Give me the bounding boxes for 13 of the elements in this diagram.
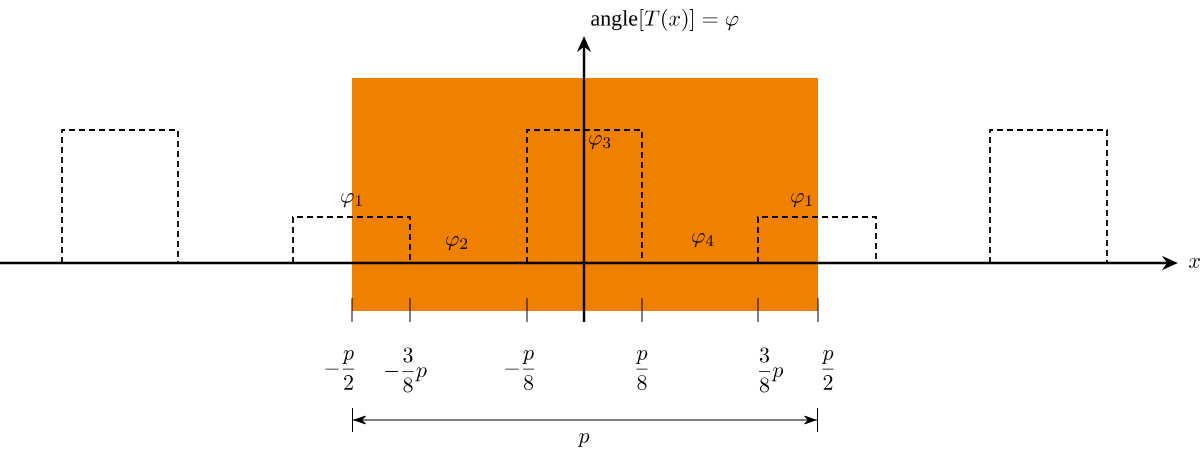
phase-label: $\varphi_2$ xyxy=(446,235,468,251)
axis-label: $x$ xyxy=(1189,258,1200,268)
tick-label: $-\frac{p}{2}$ xyxy=(325,350,355,390)
tick-label: $\frac{3}{8}p$ xyxy=(759,347,784,393)
dimension-label: $p$ xyxy=(577,432,590,447)
tick-label: $-\frac{3}{8}p$ xyxy=(384,347,427,393)
axis-label: $\mathrm{angle}[T(x)]=\varphi$ xyxy=(591,9,739,31)
tick-label: $\frac{p}{2}$ xyxy=(821,350,834,390)
phase-label: $\varphi_3$ xyxy=(589,134,611,150)
phase-label: $\varphi_1$ xyxy=(791,192,812,208)
tick-label: $-\frac{p}{8}$ xyxy=(505,350,535,391)
phase-label: $\varphi_4$ xyxy=(692,232,714,248)
tick-label: $\frac{p}{8}$ xyxy=(635,350,648,391)
